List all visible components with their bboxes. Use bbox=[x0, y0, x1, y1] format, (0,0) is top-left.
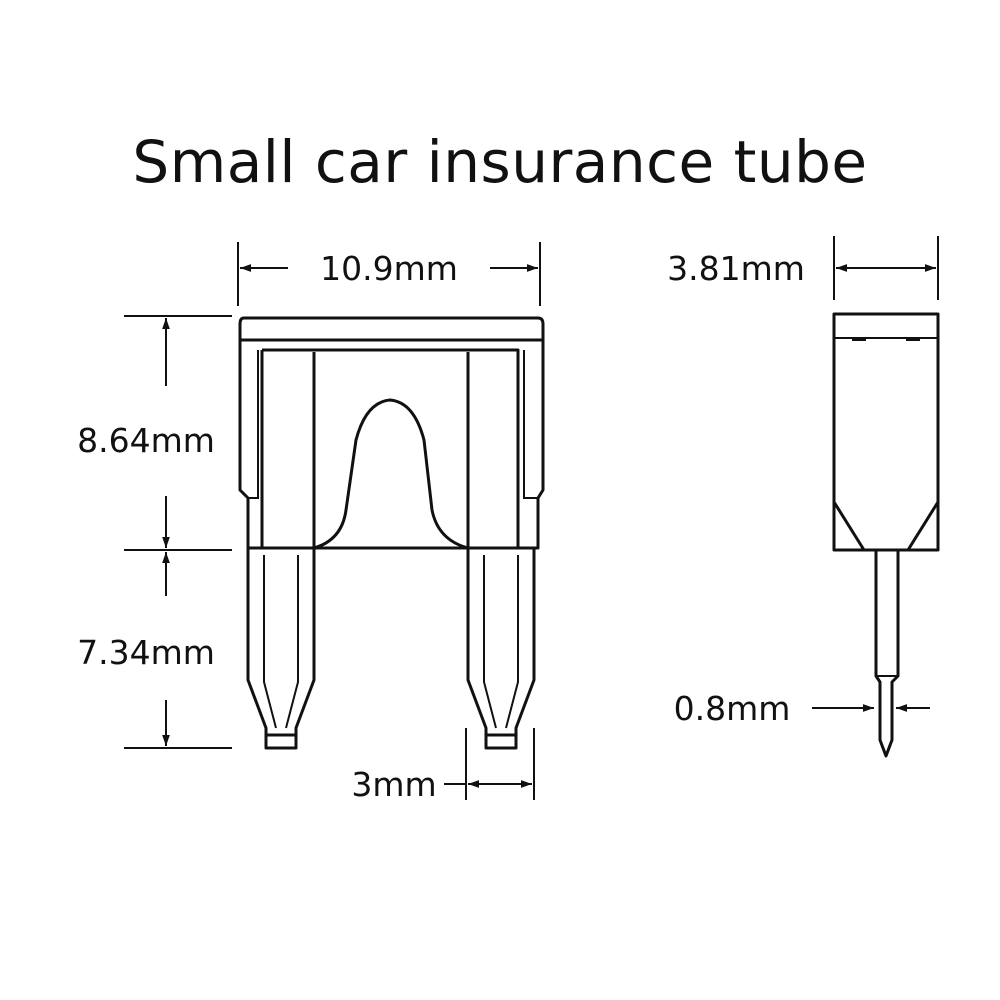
right-blade bbox=[466, 546, 536, 750]
dim-total-width: 10.9mm bbox=[237, 242, 541, 306]
housing-right-shoulder bbox=[523, 350, 538, 499]
right-blade-inner bbox=[483, 555, 519, 729]
left-blade bbox=[246, 546, 316, 750]
front-view bbox=[238, 316, 545, 750]
dim-blade-width-label: 3mm bbox=[351, 765, 436, 804]
diagram-title: Small car insurance tube bbox=[132, 128, 868, 196]
side-view bbox=[832, 312, 940, 758]
side-housing bbox=[832, 312, 940, 552]
fuse-housing bbox=[238, 316, 545, 550]
dim-thickness-label: 3.81mm bbox=[667, 249, 805, 288]
side-taper bbox=[832, 501, 940, 551]
dim-blade-length: 7.34mm bbox=[77, 552, 232, 749]
dim-blade-width: 3mm bbox=[351, 728, 535, 804]
dim-blade-thickness-label: 0.8mm bbox=[674, 689, 791, 728]
fuse-element bbox=[313, 398, 469, 550]
dim-blade-length-label: 7.34mm bbox=[77, 633, 215, 672]
housing-left-shoulder bbox=[248, 350, 259, 499]
dim-total-width-label: 10.9mm bbox=[320, 249, 458, 288]
dim-blade-thickness: 0.8mm bbox=[674, 689, 930, 728]
side-blade bbox=[874, 548, 900, 758]
dim-body-height: 8.64mm bbox=[77, 315, 232, 551]
housing-window bbox=[260, 348, 520, 548]
left-blade-inner bbox=[263, 555, 299, 729]
dim-body-height-label: 8.64mm bbox=[77, 421, 215, 460]
dim-thickness: 3.81mm bbox=[667, 236, 939, 300]
